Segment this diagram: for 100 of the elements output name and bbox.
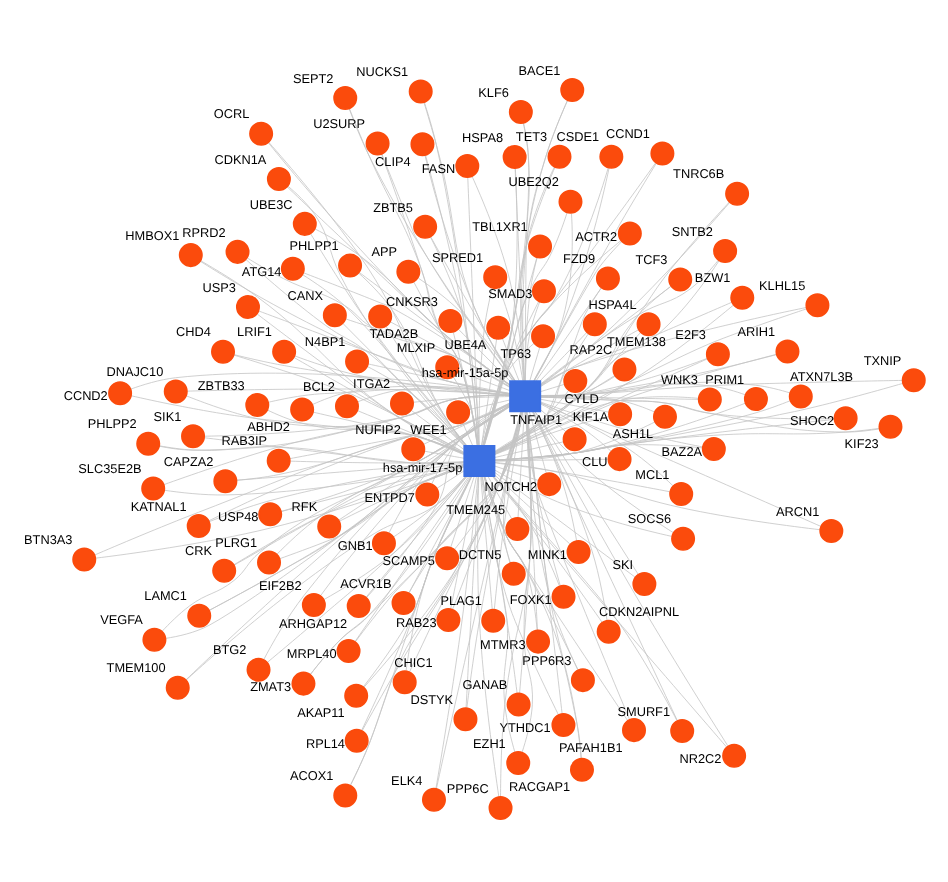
- connector: [494, 284, 672, 453]
- node-circle: [607, 446, 632, 471]
- node-circle: [178, 242, 203, 267]
- connector: [410, 409, 465, 449]
- connector: [409, 410, 522, 672]
- connector: [498, 286, 524, 381]
- node-circle: [333, 84, 358, 109]
- node-circle: [502, 143, 527, 168]
- connector: [478, 287, 493, 445]
- node-circle: [401, 436, 426, 461]
- connector: [483, 121, 529, 445]
- node-circle: [595, 265, 620, 290]
- node-circle: [599, 143, 624, 168]
- node-circle: [531, 278, 556, 303]
- connector: [159, 444, 465, 463]
- node-circle: [833, 405, 858, 430]
- connector: [482, 300, 540, 446]
- connector: [280, 463, 465, 511]
- node-circle: [322, 302, 347, 327]
- connector: [95, 465, 465, 558]
- connector: [525, 410, 579, 670]
- node-circle: [336, 637, 361, 662]
- node-circle: [558, 188, 583, 213]
- connector: [493, 475, 560, 586]
- node-circle: [368, 303, 393, 328]
- node-circle: [596, 618, 621, 643]
- connector: [531, 410, 678, 720]
- node-circle: [725, 180, 750, 205]
- connector: [267, 141, 510, 385]
- connector: [493, 410, 523, 609]
- connector: [494, 382, 903, 460]
- connector: [430, 235, 480, 445]
- connector: [276, 404, 510, 554]
- node-circle: [453, 706, 478, 731]
- node-circle: [669, 480, 694, 505]
- connector: [263, 404, 511, 659]
- connector: [494, 461, 820, 530]
- node-circle: [392, 669, 417, 694]
- node-circle: [697, 386, 722, 411]
- node-circle: [235, 293, 260, 318]
- node-circle: [901, 367, 926, 392]
- node-circle: [396, 258, 421, 283]
- connector: [245, 258, 465, 445]
- connector: [412, 395, 511, 402]
- connector: [435, 474, 479, 788]
- node-circle: [551, 583, 576, 608]
- connector: [540, 395, 880, 432]
- node-circle: [413, 213, 438, 238]
- connector: [540, 258, 719, 384]
- node-circle: [371, 530, 396, 555]
- connector: [494, 418, 835, 460]
- node-circle: [435, 545, 460, 570]
- connector: [494, 200, 730, 453]
- connector: [482, 161, 657, 445]
- connector: [494, 307, 807, 453]
- connector: [233, 463, 465, 565]
- connector: [163, 393, 510, 484]
- node-circle: [301, 592, 326, 617]
- connector: [320, 403, 511, 595]
- node-circle: [186, 513, 211, 537]
- connector: [494, 331, 642, 452]
- node-circle: [652, 403, 677, 428]
- node-circle: [408, 78, 433, 103]
- connector: [452, 375, 479, 445]
- connector: [350, 474, 473, 785]
- node-circle: [632, 571, 657, 596]
- node-circle: [389, 390, 414, 415]
- connector: [209, 404, 511, 610]
- connector: [533, 162, 657, 381]
- connector: [413, 280, 478, 445]
- connector: [312, 410, 465, 454]
- connector: [477, 475, 500, 797]
- connector: [483, 165, 556, 445]
- connector: [436, 410, 522, 788]
- connector: [452, 410, 522, 609]
- connector: [492, 475, 727, 747]
- node-circle: [788, 383, 813, 408]
- connector: [540, 397, 610, 412]
- connector: [424, 449, 465, 458]
- connector: [483, 474, 511, 563]
- connector: [540, 401, 822, 526]
- connector: [185, 404, 510, 680]
- node-circle: [622, 717, 646, 742]
- connector: [186, 394, 465, 454]
- connector: [522, 121, 530, 381]
- connector: [529, 345, 541, 380]
- connector: [540, 357, 708, 397]
- connector: [310, 232, 467, 446]
- node-circle: [391, 590, 416, 614]
- node-circle: [551, 711, 576, 736]
- connector: [361, 474, 473, 730]
- node-circle: [455, 153, 480, 178]
- node-circle: [317, 513, 342, 538]
- connector: [526, 410, 561, 586]
- node-circle: [438, 308, 463, 333]
- connector: [494, 401, 746, 460]
- connector: [500, 410, 532, 796]
- connector: [236, 460, 464, 480]
- node-circle: [266, 166, 291, 191]
- connector: [494, 303, 735, 454]
